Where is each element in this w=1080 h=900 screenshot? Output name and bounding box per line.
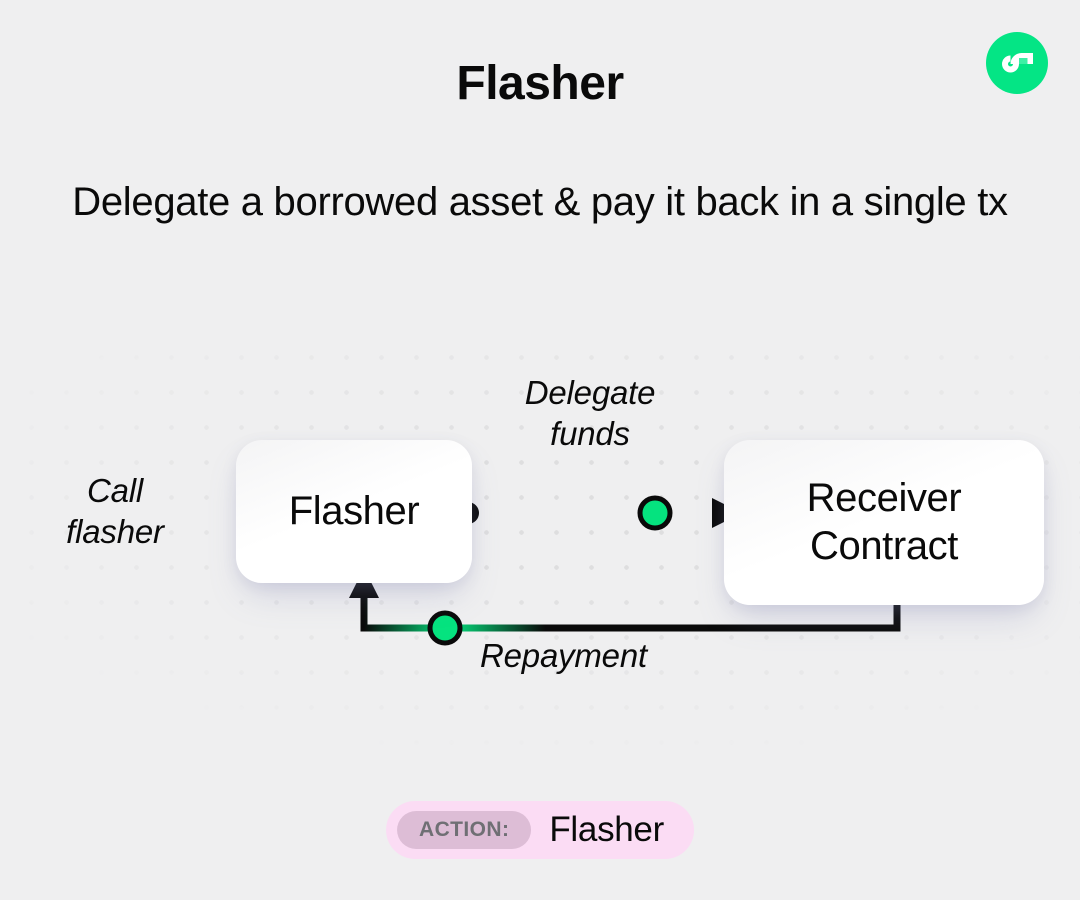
- edge-label-delegate-funds: Delegate funds: [524, 374, 656, 453]
- page-title: Flasher: [456, 57, 624, 110]
- diagram-canvas: Flasher Receiver Contract Call flasher D…: [0, 330, 1080, 760]
- edge-label-repayment: Repayment: [480, 637, 647, 674]
- diagram-node-flasher[interactable]: Flasher: [236, 440, 472, 583]
- accent-dot-delegate: [637, 495, 673, 531]
- action-badge-value: Flasher: [549, 810, 664, 849]
- node-receiver-label: Receiver Contract: [806, 476, 962, 568]
- accent-dot-repayment: [427, 610, 463, 646]
- node-flasher-label: Flasher: [288, 488, 420, 533]
- page-subtitle: Delegate a borrowed asset & pay it back …: [72, 180, 1008, 224]
- action-badge[interactable]: ACTION: Flasher: [386, 801, 694, 859]
- edge-delegate-funds: [457, 495, 742, 531]
- edge-label-call-flasher: Call flasher: [66, 472, 164, 551]
- diagram-node-receiver[interactable]: Receiver Contract: [724, 440, 1044, 605]
- flow-logo-icon: [986, 32, 1048, 94]
- action-badge-tag: ACTION:: [397, 811, 532, 849]
